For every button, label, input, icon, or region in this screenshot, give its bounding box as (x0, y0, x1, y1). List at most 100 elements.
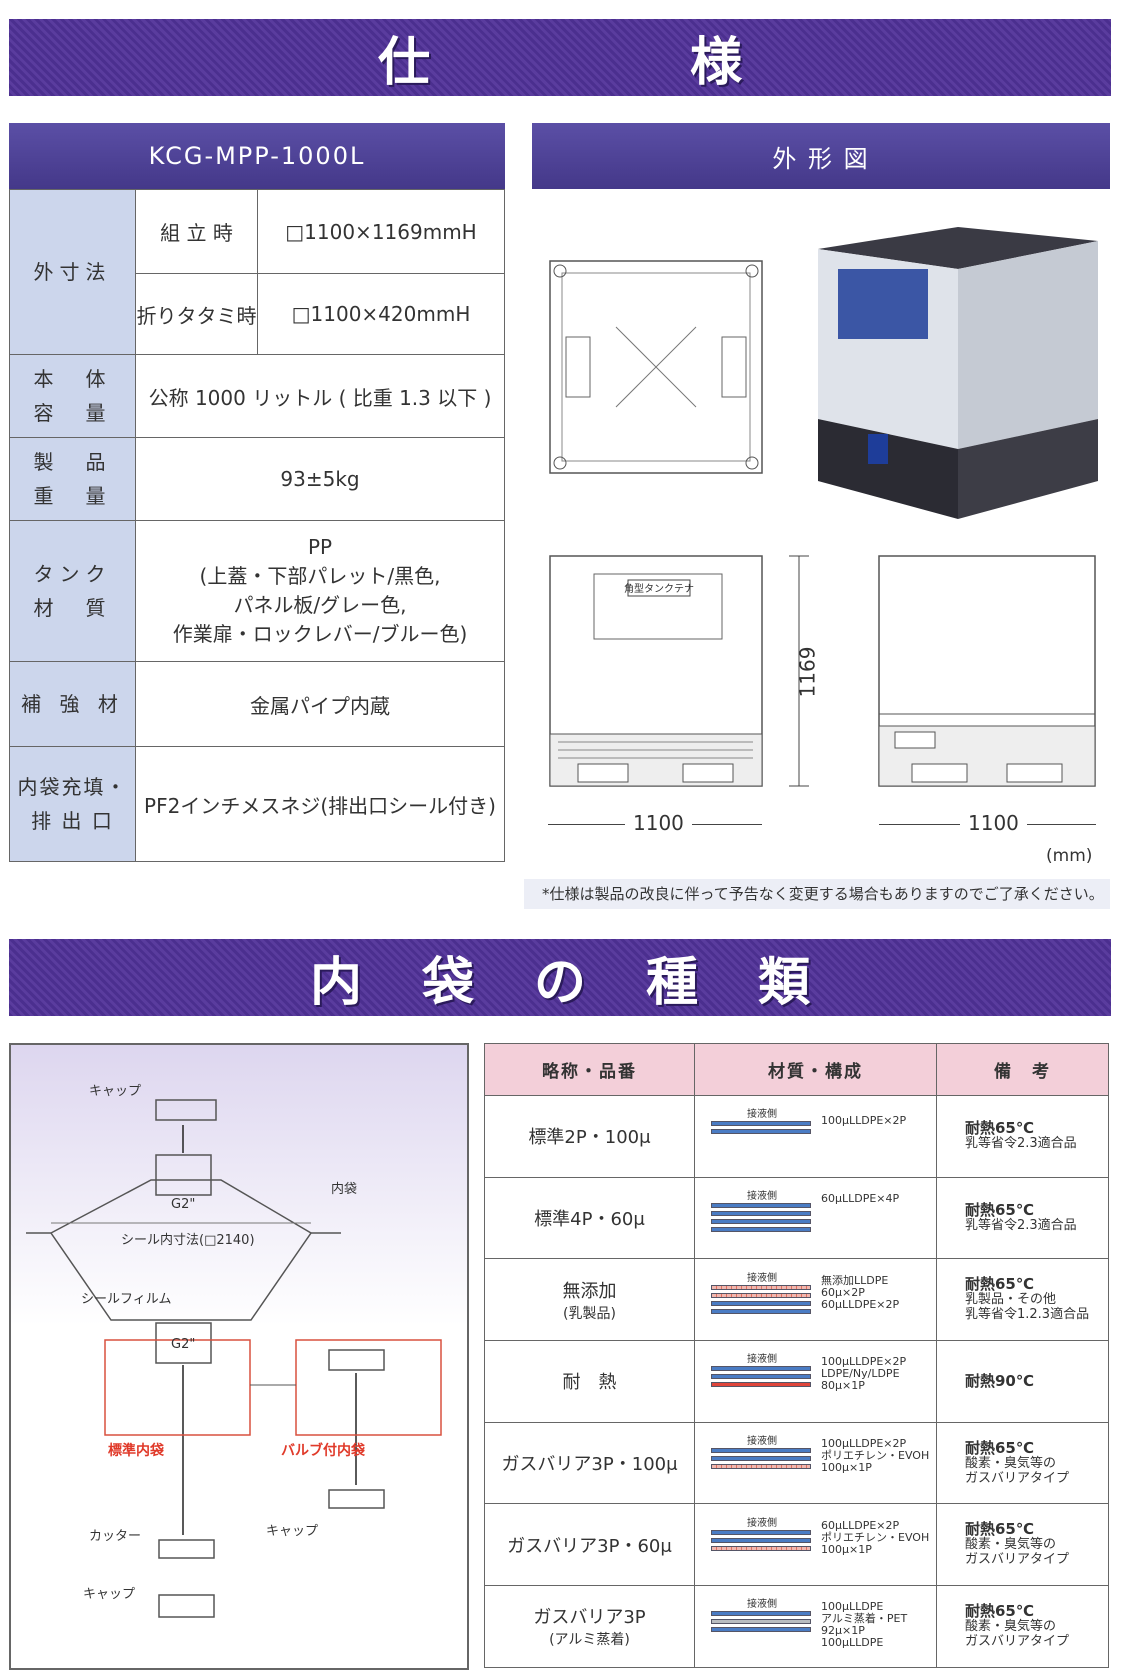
contact-side-label: 接液側 (747, 1517, 777, 1529)
banner-char: 内 (309, 953, 362, 1013)
value-reinforcement: 金属パイプ内蔵 (135, 661, 505, 747)
film-layer-pink (711, 1545, 811, 1551)
label-valve-bag: バルブ付内袋 (281, 1443, 365, 1459)
film-layer-blue (711, 1227, 811, 1233)
layer-spec: アルミ蒸着・PET (821, 1612, 908, 1626)
label-inner-bag: 内袋 (331, 1182, 358, 1197)
value-port: PF2インチメスネジ(排出口シール付き) (135, 746, 505, 862)
spec-banner: 仕 様 (9, 19, 1111, 96)
banner-char: 袋 (421, 953, 474, 1013)
heat-resistance: 耐熱65℃ (965, 1438, 1035, 1457)
bag-name-cell: 標準4P・60μ (484, 1176, 695, 1260)
film-layer-blue (711, 1456, 811, 1462)
layer-spec: 60μLLDPE×4P (821, 1192, 900, 1206)
contact-side-label: 接液側 (747, 1436, 777, 1448)
label-cap: キャップ (89, 1084, 142, 1099)
value-line: 作業扉・ロックレバー/ブルー色) (172, 622, 468, 646)
layer-specs: 60μLLDPE×4P (821, 1193, 899, 1205)
model-name: KCG-MPP-1000L (148, 142, 366, 170)
remark-line: ガスバリアタイプ (965, 1470, 1070, 1486)
heat-resistance: 耐熱90℃ (965, 1371, 1035, 1390)
remark-line: 乳等省令2.3適合品 (965, 1218, 1077, 1234)
width-dimension-label: 1100 (960, 811, 1027, 835)
label-dimensions: 外寸法 (9, 189, 136, 355)
front-view-drawing: 角型タンクテナ (549, 555, 763, 787)
bag-name: 耐 熱 (562, 1372, 617, 1394)
remark-line: 酸素・臭気等の (965, 1618, 1057, 1634)
remark-line: 乳等省令2.3適合品 (965, 1136, 1077, 1152)
film-layer-blue (711, 1611, 811, 1617)
value-folded: □1100×420mmH (257, 273, 505, 355)
layer-spec: 100μLLDPE×2P (821, 1355, 907, 1369)
bag-name-cell: ガスバリア3P・100μ (484, 1421, 695, 1505)
layer-spec: 100μLLDPE (821, 1636, 884, 1650)
label-reinforcement: 補 強 材 (9, 661, 136, 747)
value-weight: 93±5kg (135, 437, 505, 521)
layer-spec: 100μLLDPE (821, 1600, 884, 1614)
layer-spec: 100μ×1P (821, 1542, 872, 1556)
height-dimension-label: 1169 (795, 646, 820, 698)
label-line: タンク (33, 562, 112, 586)
top-view-drawing (549, 260, 763, 474)
label-cap-valve: キャップ (266, 1524, 319, 1539)
banner-char: 類 (758, 953, 811, 1013)
tank-logo-text: 角型タンクテナ (624, 582, 694, 595)
label-seal-dimension: シール内寸法(□2140) (121, 1233, 255, 1248)
layer-diagram: 接液側 60μLLDPE×4P (695, 1183, 936, 1253)
label-weight: 製 品重 量 (9, 437, 136, 521)
model-header: KCG-MPP-1000L (9, 123, 505, 189)
value-line: パネル板/グレー色, (233, 593, 407, 617)
inner-bag-table: 略称・品番 材質・構成 備 考 標準2P・100μ 接液側 100μLLDPE×… (484, 1043, 1109, 1668)
remark-line: ガスバリアタイプ (965, 1633, 1070, 1649)
material-cell: 接液側 100μLLDPE×2P (694, 1095, 937, 1178)
layer-spec: 100μLLDPE×2P (821, 1114, 907, 1128)
layer-spec: 60μLLDPE×2P (821, 1518, 900, 1532)
layer-spec: 100μ×1P (821, 1461, 872, 1475)
layer-specs: 100μLLDPE×2P (821, 1115, 906, 1127)
label-line: 容 量 (33, 401, 112, 425)
label-cap-bottom: キャップ (83, 1587, 136, 1602)
heat-resistance: 耐熱65℃ (965, 1520, 1035, 1539)
label-line: 重 量 (33, 484, 112, 508)
label-line: 本 体 (33, 367, 112, 391)
film-layer-blue (711, 1627, 811, 1633)
bag-diagram-drawing (26, 1099, 442, 1618)
label-line: 材 質 (33, 596, 112, 620)
label-capacity: 本 体容 量 (9, 354, 136, 438)
bag-name: ガスバリア3P (533, 1607, 646, 1629)
value-capacity: 公称 1000 リットル ( 比重 1.3 以下 ) (135, 354, 505, 438)
inner-bag-banner: 内 袋 の 種 類 (9, 939, 1111, 1016)
film-layer-red (711, 1382, 811, 1388)
bag-name: ガスバリア3P・100μ (501, 1454, 678, 1476)
outline-header: 外 形 図 (532, 123, 1110, 189)
contact-side-label: 接液側 (747, 1109, 777, 1121)
column-header-name: 略称・品番 (484, 1043, 695, 1096)
spec-table: 外寸法組 立 時□1100×1169mmH 折りタタミ時□1100×420mmH… (9, 189, 505, 862)
sublabel-folded: 折りタタミ時 (135, 273, 258, 355)
label-standard-bag: 標準内袋 (108, 1443, 164, 1459)
bag-name-cell: ガスバリア3P(アルミ蒸着) (484, 1585, 695, 1668)
film-layer-blue (711, 1211, 811, 1217)
film-layer-blue (711, 1129, 811, 1135)
bag-name: 標準4P・60μ (534, 1209, 645, 1231)
film-layer-blue (711, 1300, 811, 1306)
label-port: 内袋充填・排 出 口 (9, 746, 136, 862)
layer-spec: ポリエチレン・EVOH (821, 1449, 930, 1463)
bag-name-sub: (乳製品) (563, 1305, 616, 1322)
layer-spec: 60μ×2P (821, 1285, 865, 1299)
remarks-cell: 耐熱90℃ (936, 1340, 1109, 1423)
film-layer-blue (711, 1121, 811, 1127)
